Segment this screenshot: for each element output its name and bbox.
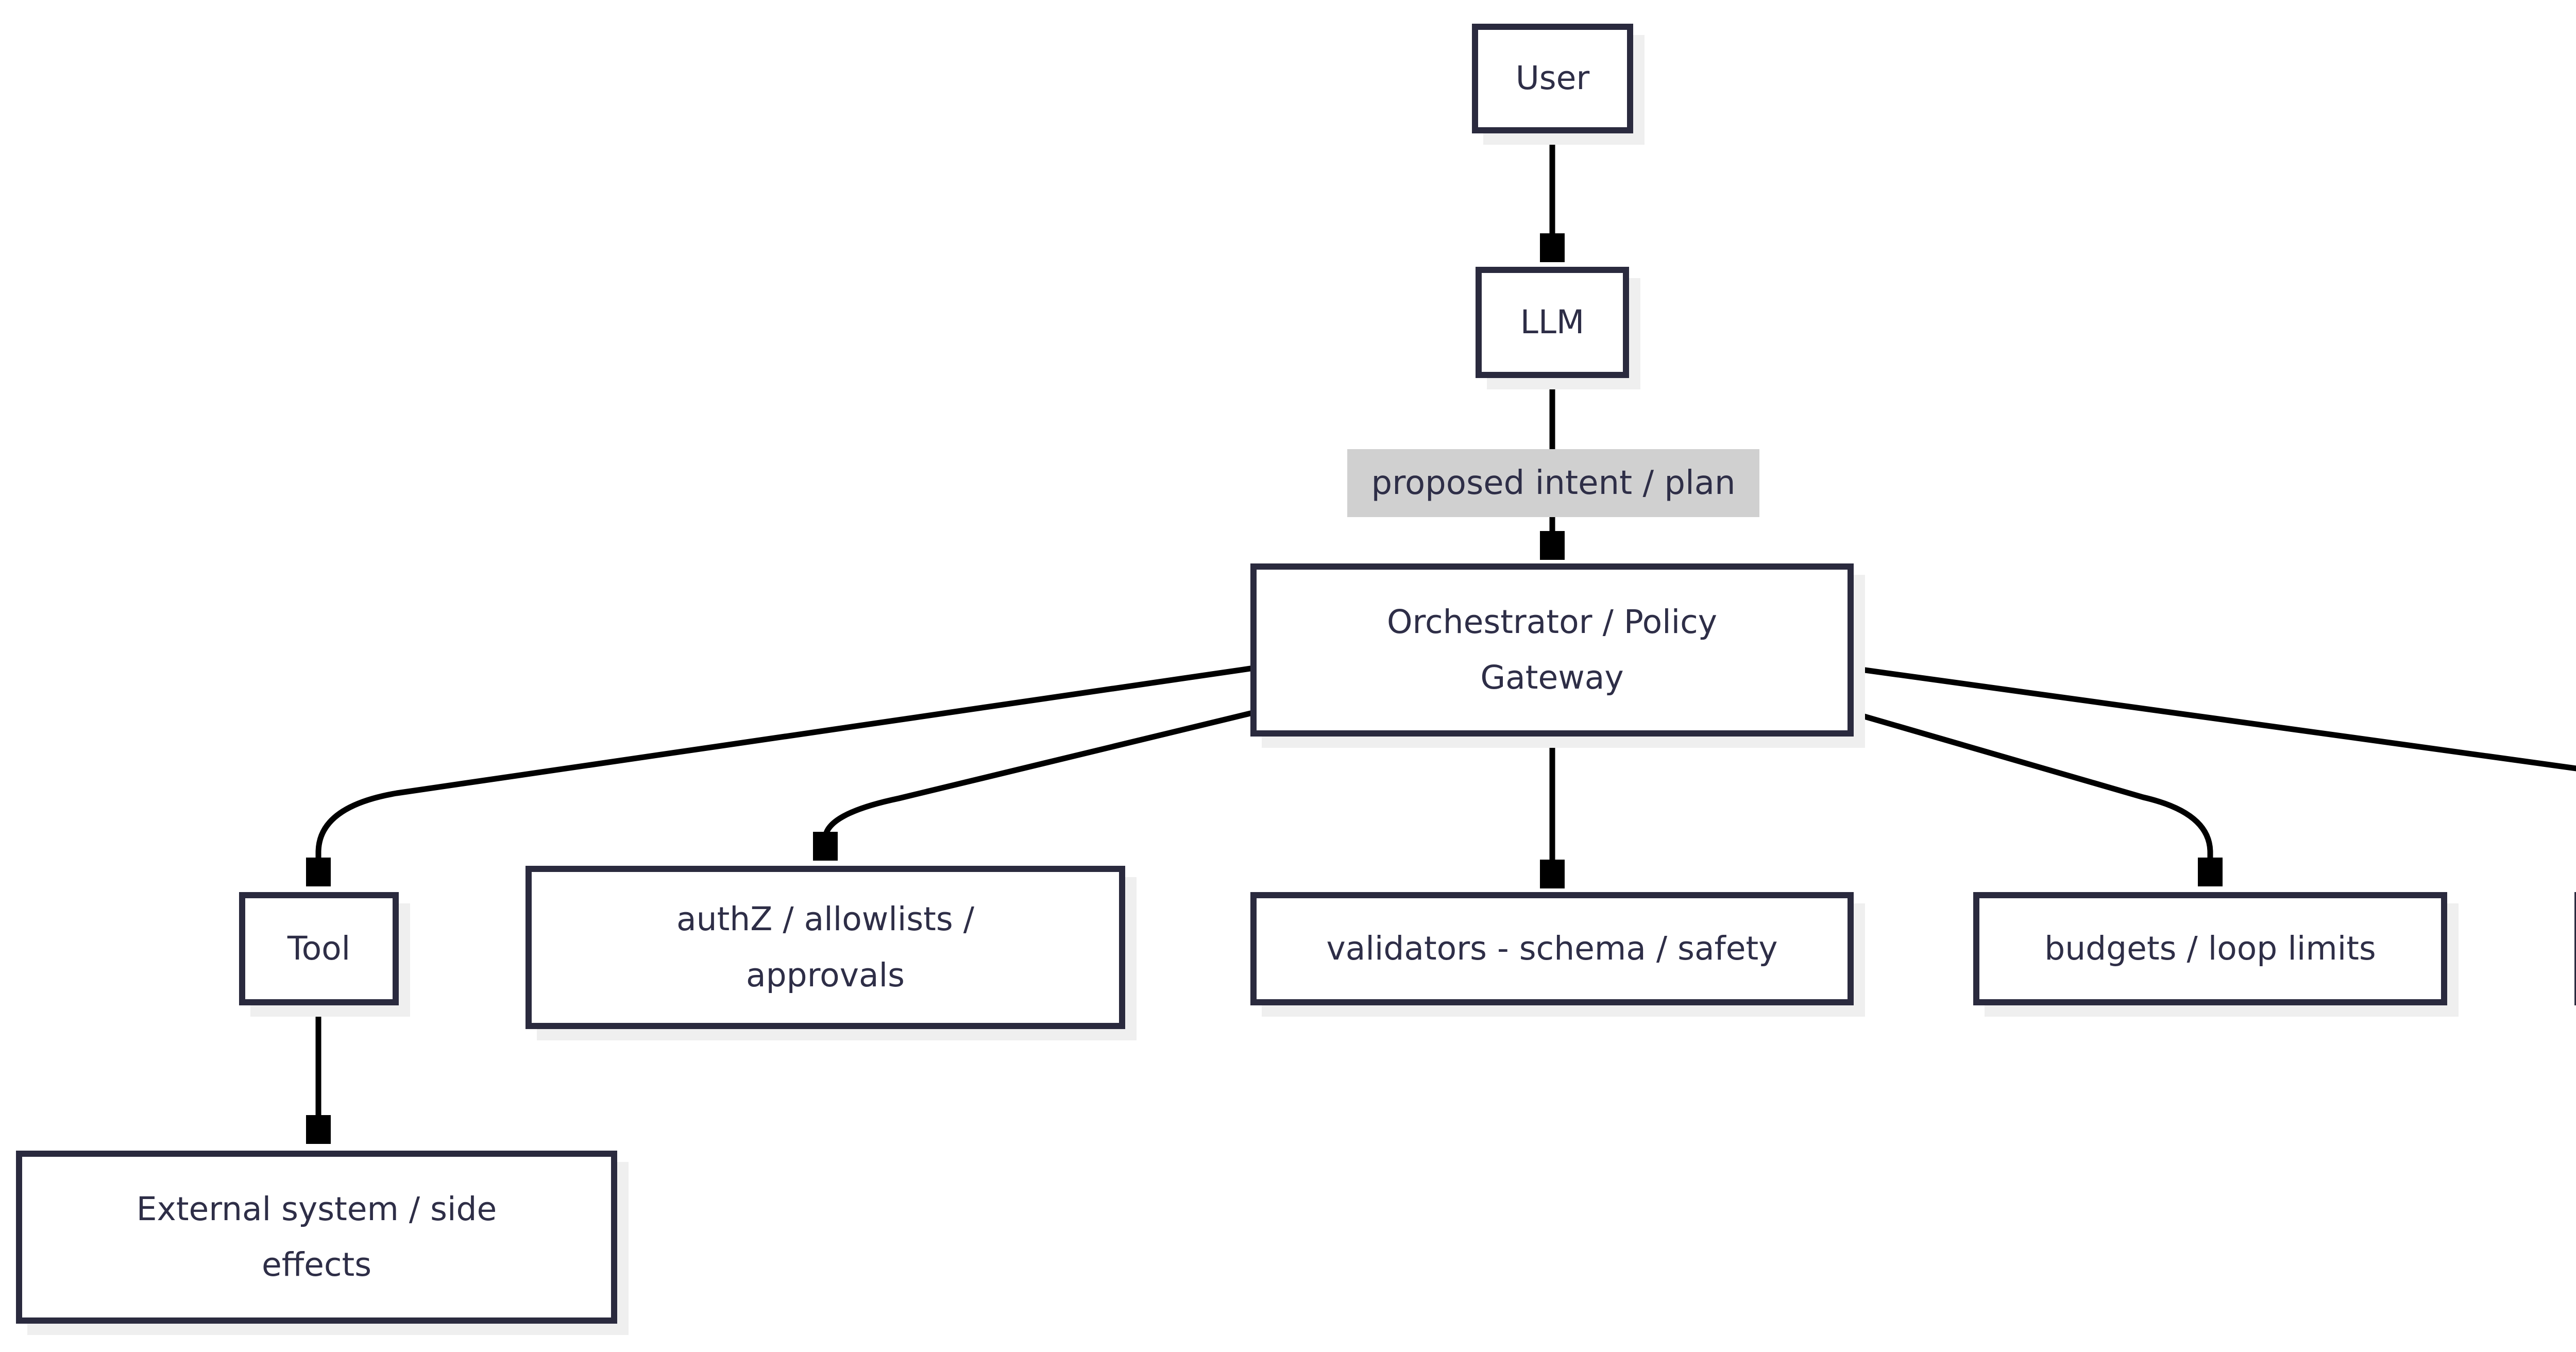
node-llm-label: LLM xyxy=(1520,303,1585,341)
node-decision-log: decision log / audit trail xyxy=(2574,892,2576,1005)
edge-orchestrator-to-tool xyxy=(318,665,1253,882)
node-validators: validators - schema / safety xyxy=(1250,892,1854,1005)
node-llm: LLM xyxy=(1476,267,1629,378)
node-orchestrator-label: Orchestrator / Policy Gateway xyxy=(1386,603,1718,696)
edge-orchestrator-to-decision-log xyxy=(1851,665,2576,772)
node-authz-label: authZ / allowlists / approvals xyxy=(676,900,974,994)
edge-label-text: proposed intent / plan xyxy=(1371,464,1736,502)
node-external-system: External system / side effects xyxy=(16,1151,617,1324)
node-tool-label: Tool xyxy=(287,929,351,967)
node-external-system-label: External system / side effects xyxy=(136,1190,497,1283)
node-user: User xyxy=(1472,24,1633,133)
node-user-label: User xyxy=(1515,59,1590,97)
node-orchestrator: Orchestrator / Policy Gateway xyxy=(1250,563,1854,737)
edge-orchestrator-to-authz xyxy=(825,710,1253,856)
node-authz: authZ / allowlists / approvals xyxy=(526,866,1125,1029)
node-budgets: budgets / loop limits xyxy=(1973,892,2447,1005)
node-budgets-label: budgets / loop limits xyxy=(2044,929,2376,967)
node-tool: Tool xyxy=(239,892,399,1005)
edge-label-proposed-intent-plan: proposed intent / plan xyxy=(1347,449,1759,517)
edge-orchestrator-to-budgets xyxy=(1851,710,2210,882)
node-validators-label: validators - schema / safety xyxy=(1326,929,1778,967)
